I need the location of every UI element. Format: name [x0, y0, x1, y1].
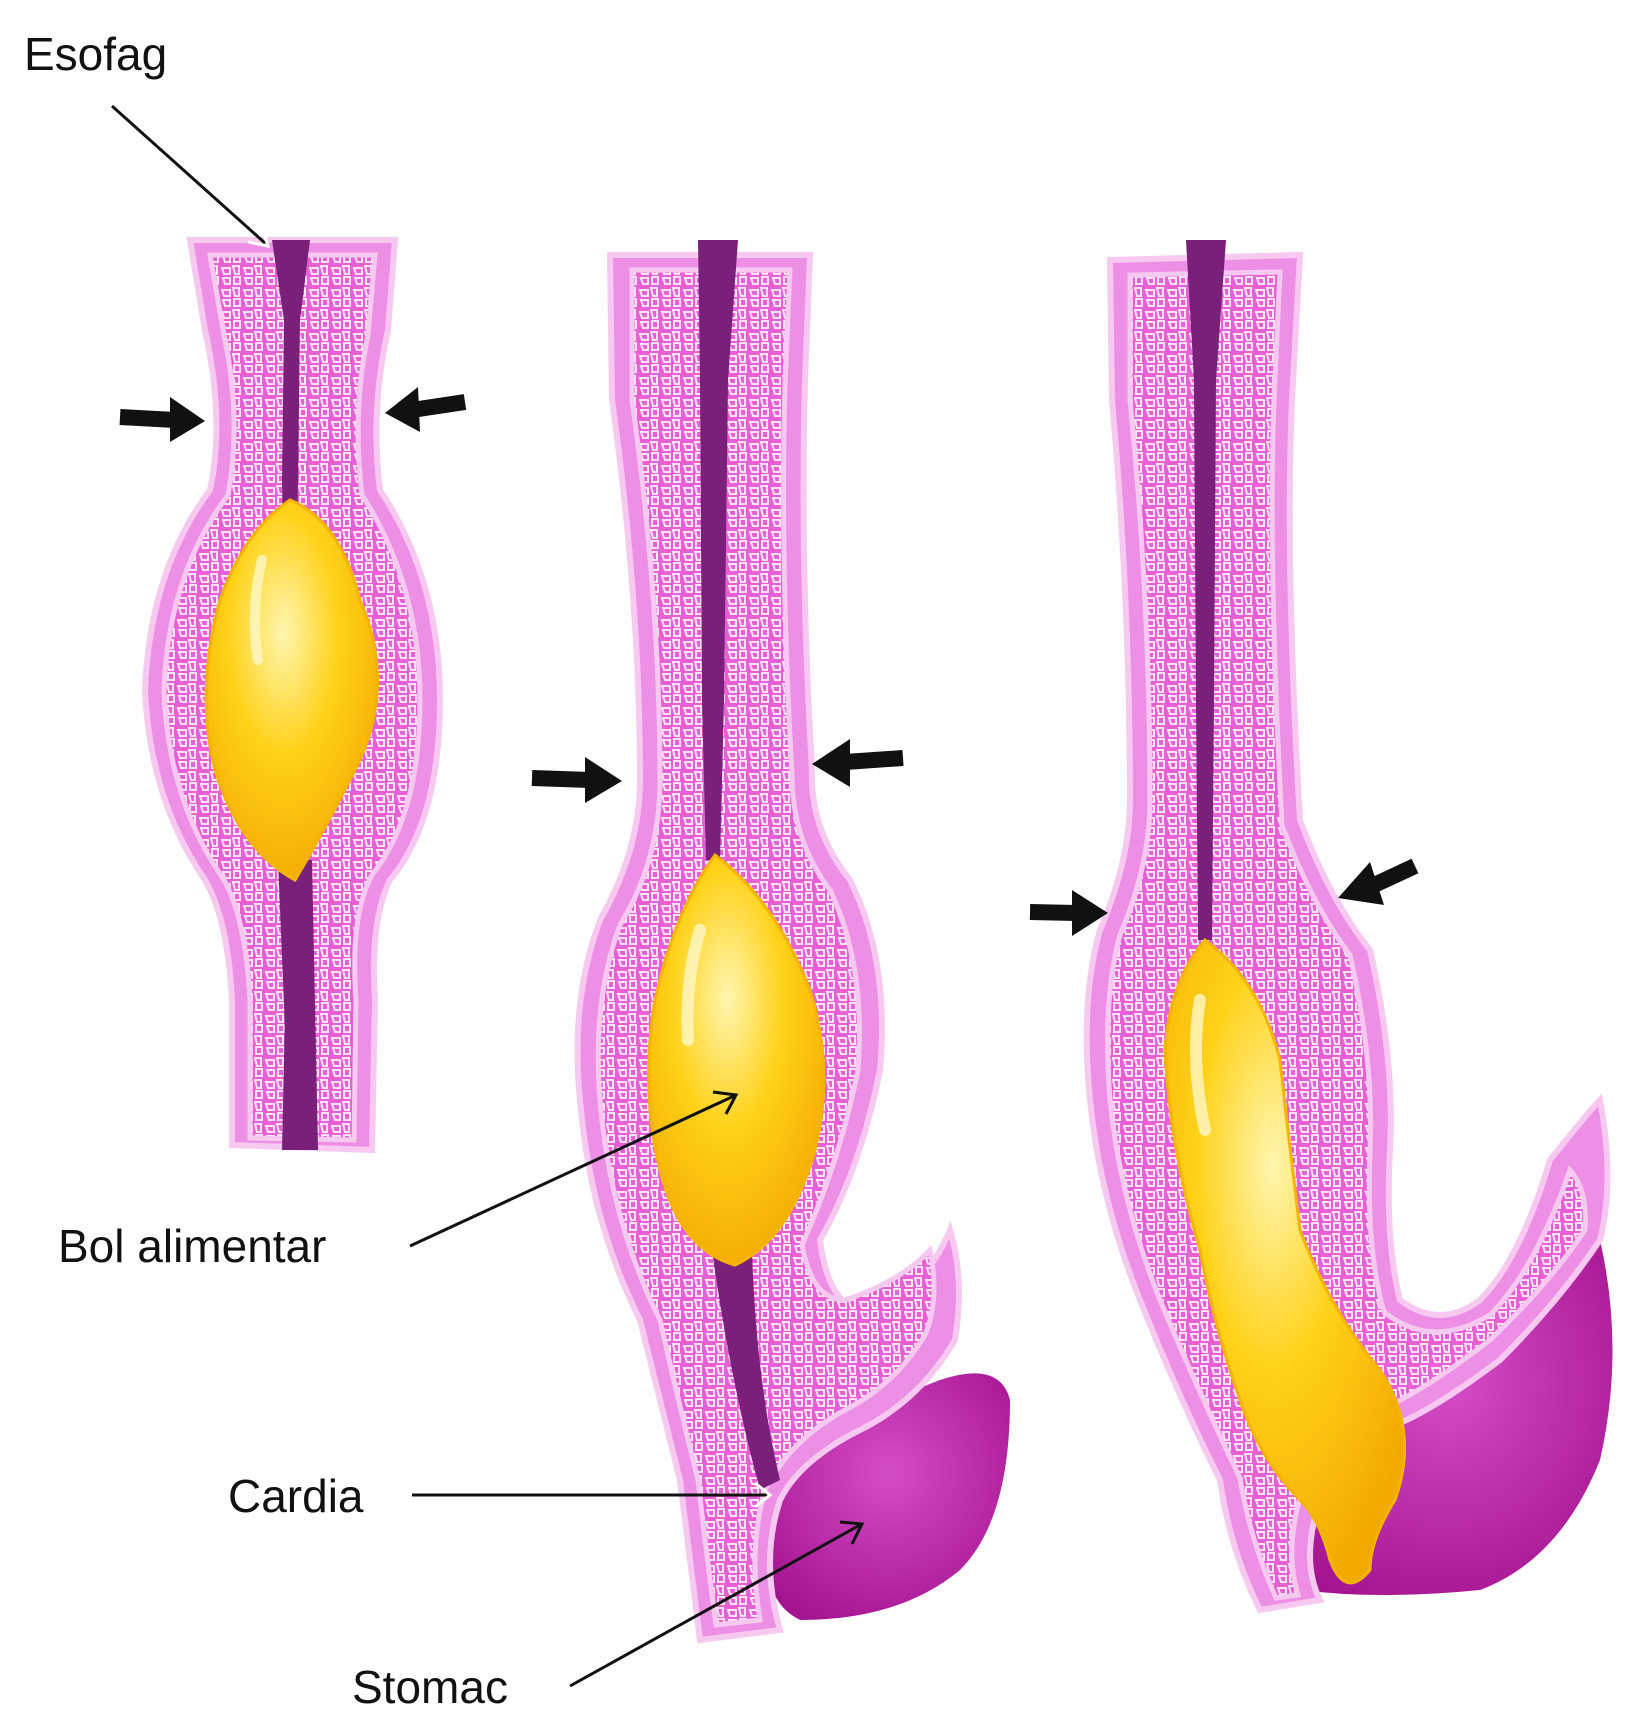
label-stomach: Stomac — [352, 1661, 508, 1713]
leader-bolus-head — [712, 1090, 739, 1115]
lumen-2 — [698, 240, 738, 860]
contraction-arrow-left-1 — [119, 397, 205, 442]
contraction-arrow-right-1 — [385, 387, 467, 432]
label-esophagus-group: Esofag — [24, 28, 271, 248]
lumen-lower-1 — [278, 860, 318, 1150]
stomach-2 — [768, 1373, 1010, 1620]
bolus-highlight-2 — [681, 924, 706, 1046]
contraction-arrow-left-2 — [531, 757, 622, 803]
leader-esophagus-head — [247, 226, 271, 248]
bolus-highlight-3 — [1190, 994, 1211, 1136]
label-bolus: Bol alimentar — [58, 1220, 326, 1272]
leader-esophagus — [110, 104, 268, 246]
contraction-arrow-right-3 — [1338, 858, 1419, 905]
contraction-arrow-left-3 — [1029, 890, 1108, 936]
bolus-highlight-1 — [249, 555, 267, 665]
label-esophagus: Esofag — [24, 28, 167, 80]
leader-bolus — [409, 1094, 735, 1248]
esophagus-stage-1 — [119, 237, 467, 1154]
lumen-3 — [1186, 240, 1226, 940]
bolus-1 — [204, 498, 379, 883]
label-stomach-group: Stomac — [352, 1520, 865, 1713]
bolus-3 — [1163, 937, 1407, 1585]
lumen-lower-2 — [712, 1250, 780, 1490]
esophagus-stage-2 — [531, 240, 1010, 1644]
leader-stomach-head — [839, 1520, 865, 1545]
label-cardia-group: Cardia — [228, 1470, 773, 1522]
label-cardia: Cardia — [228, 1470, 364, 1522]
leader-cardia-head — [754, 1481, 773, 1509]
label-bolus-group: Bol alimentar — [58, 1090, 739, 1272]
leader-stomach — [569, 1523, 861, 1688]
esophagus-stage-3 — [1029, 240, 1613, 1614]
contraction-arrow-right-2 — [812, 739, 904, 787]
